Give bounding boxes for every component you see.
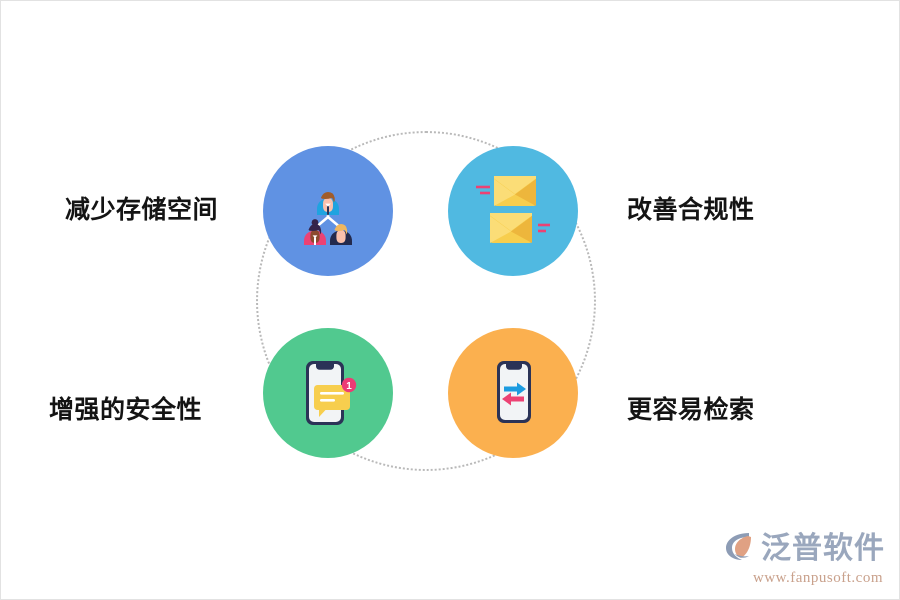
node-improve-compliance[interactable] [448, 146, 578, 276]
label-improve-compliance: 改善合规性 [627, 196, 755, 224]
watermark: 泛普软件 www.fanpusoft.com [723, 530, 885, 587]
label-enhanced-security: 增强的安全性 [49, 396, 203, 424]
fanpu-c-mark-icon [723, 530, 757, 567]
dotted-connector-ring [256, 131, 596, 471]
people-network-icon [290, 173, 366, 249]
label-reduce-storage: 减少存储空间 [65, 196, 219, 224]
label-easier-retrieval: 更容易检索 [627, 396, 755, 424]
phone-message-icon: 1 [290, 355, 366, 431]
notification-badge: 1 [341, 377, 357, 393]
watermark-url: www.fanpusoft.com [752, 570, 883, 586]
node-enhanced-security[interactable]: 1 [263, 328, 393, 458]
watermark-brand: 泛普软件 [761, 531, 885, 565]
phone-transfer-icon [475, 355, 551, 431]
node-easier-retrieval[interactable] [448, 328, 578, 458]
notification-badge-count: 1 [346, 381, 352, 392]
node-reduce-storage[interactable] [263, 146, 393, 276]
envelopes-icon [472, 173, 554, 249]
